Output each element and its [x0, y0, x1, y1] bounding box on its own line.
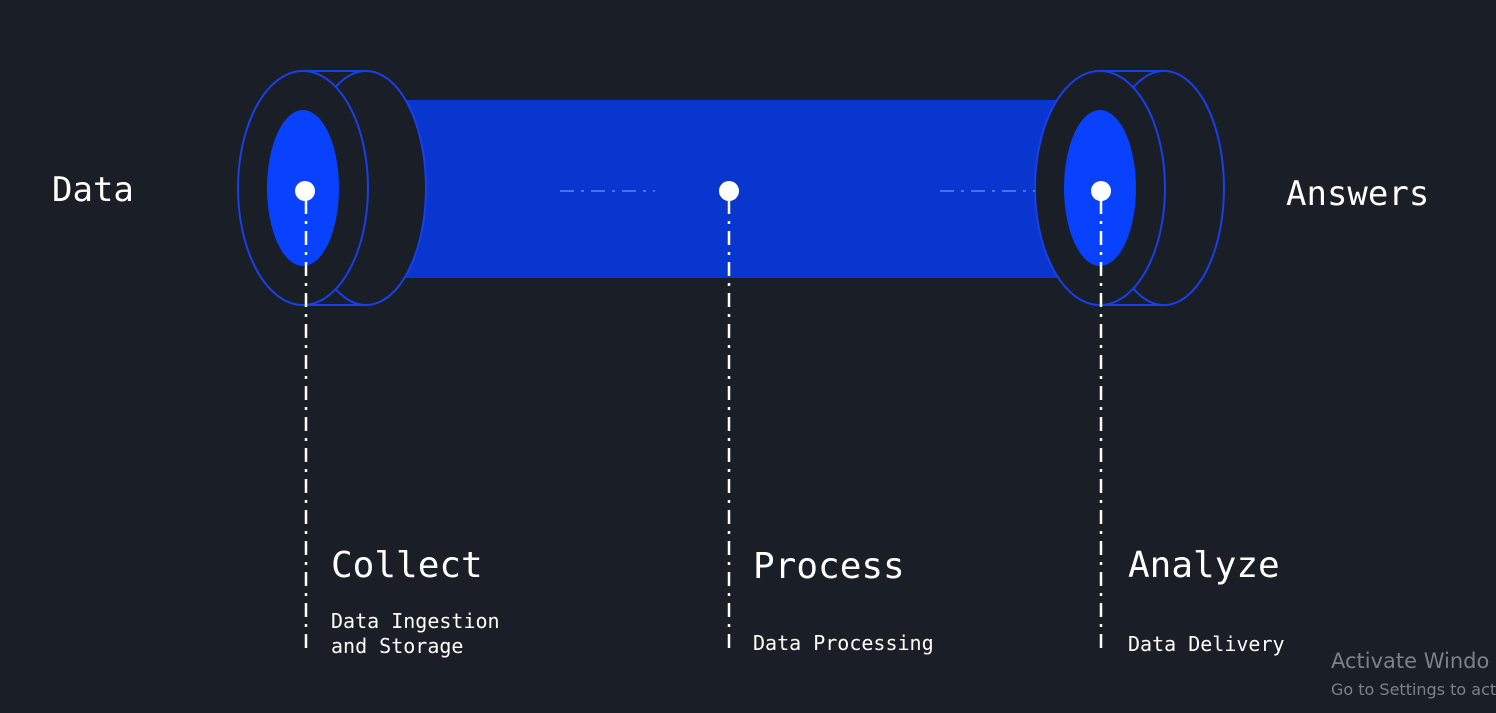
stage-title-collect: Collect	[331, 545, 483, 586]
output-endpoint-label: Answers	[1286, 174, 1430, 214]
input-endpoint-label: Data	[52, 170, 134, 210]
analyze-marker-dot	[1091, 181, 1111, 201]
process-marker-dot	[719, 181, 739, 201]
stage-title-process: Process	[753, 546, 905, 587]
stage-description-analyze: Data Delivery	[1128, 632, 1285, 656]
activation-watermark-title: Activate Windo	[1331, 649, 1490, 673]
stage-description-process: Data Processing	[753, 631, 934, 655]
activation-watermark-subtitle: Go to Settings to act	[1331, 680, 1496, 699]
stage-description-collect: Data Ingestion and Storage	[331, 609, 500, 658]
stage-title-analyze: Analyze	[1128, 545, 1280, 586]
pipeline-tube	[305, 100, 1120, 278]
collect-marker-dot	[295, 181, 315, 201]
